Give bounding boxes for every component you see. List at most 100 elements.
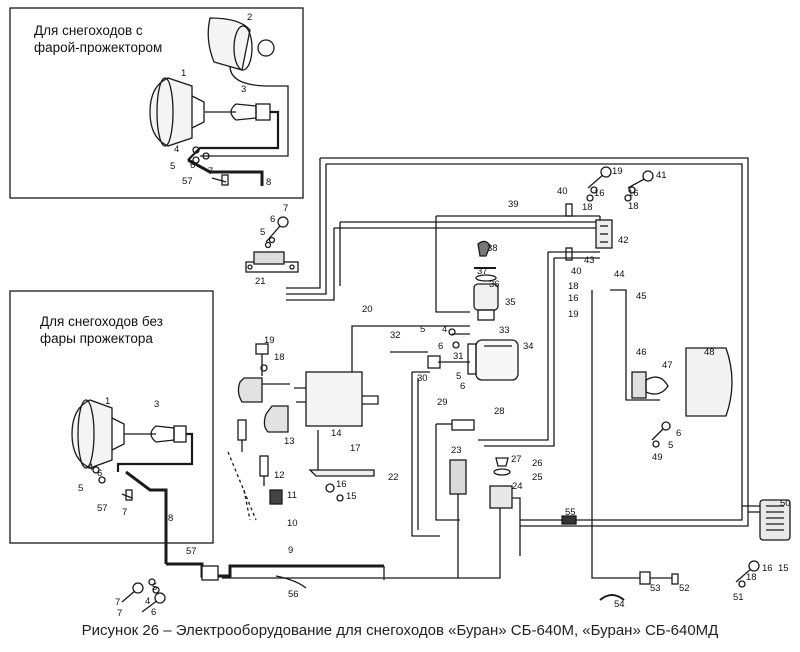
callout-number: 41: [656, 170, 667, 181]
callout-number: 9: [288, 545, 293, 556]
inset-bottom-frame: [9, 290, 214, 544]
connector-block-21: [245, 251, 299, 273]
callout-number: 31: [453, 351, 464, 362]
callout-number: 17: [350, 443, 361, 454]
callout-number: 47: [662, 360, 673, 371]
switch-24: [222, 457, 521, 579]
callout-number: 7: [208, 166, 213, 177]
figure-caption: Рисунок 26 – Электрооборудование для сне…: [81, 622, 719, 639]
callout-number: 33: [499, 325, 510, 336]
connector-31: [427, 355, 441, 369]
callout-number: 18: [628, 201, 639, 212]
callout-number: 5: [420, 324, 425, 335]
callout-number: 56: [288, 589, 299, 600]
callout-number: 57: [186, 546, 197, 557]
cdi-unit: [294, 325, 470, 427]
callout-number: 28: [494, 406, 505, 417]
callout-number: 5: [456, 371, 461, 382]
callout-number: 12: [274, 470, 285, 481]
callout-number: 19: [612, 166, 623, 177]
ignition-coil-34: [467, 339, 519, 381]
callout-number: 1: [181, 68, 186, 79]
callout-number: 1: [105, 396, 110, 407]
inset-bottom-bulb: [124, 425, 187, 443]
callout-number: 5: [78, 483, 83, 494]
harness-9: [166, 562, 385, 581]
callout-number: 51: [733, 592, 744, 603]
inset-top-spotlight: [207, 17, 275, 71]
callout-number: 29: [437, 397, 448, 408]
callout-number: 6: [676, 428, 681, 439]
fasteners-bottom-left: [121, 548, 167, 613]
connector-52-53: [639, 571, 679, 585]
callout-number: 10: [287, 518, 298, 529]
callout-number: 49: [652, 452, 663, 463]
callout-number: 6: [438, 341, 443, 352]
callout-number: 39: [508, 199, 519, 210]
inset-top-title-line2: фарой-прожектором: [34, 40, 163, 55]
callout-number: 2: [247, 12, 252, 23]
wiring-22: [411, 371, 440, 537]
callout-number: 16: [568, 293, 579, 304]
callout-number: 53: [650, 583, 661, 594]
callout-number: 3: [154, 399, 159, 410]
switch-50: [759, 499, 791, 541]
inset-top-bulb: [205, 103, 271, 121]
spark-plugs: [227, 419, 283, 521]
callout-number: 13: [284, 436, 295, 447]
inset-bottom-fasteners: [92, 466, 133, 501]
callout-number: 22: [388, 472, 399, 483]
callout-number: 40: [557, 186, 568, 197]
fasteners-19-41: [565, 166, 654, 261]
callout-number: 44: [614, 269, 625, 280]
callout-number: 18: [274, 352, 285, 363]
callout-number: 7: [115, 597, 120, 608]
inset-top-fasteners: [192, 146, 229, 186]
callout-number: 57: [182, 176, 193, 187]
callout-number: 20: [362, 304, 373, 315]
callout-number: 5: [152, 582, 157, 593]
callout-number: 3: [241, 84, 246, 95]
callout-number: 15: [778, 563, 789, 574]
callout-number: 4: [174, 144, 179, 155]
callout-number: 15: [346, 491, 357, 502]
fasteners-49: [651, 421, 671, 448]
callout-number: 16: [762, 563, 773, 574]
callout-number: 45: [636, 291, 647, 302]
callout-number: 11: [287, 490, 297, 501]
callout-number: 26: [532, 458, 543, 469]
clamp-54: [599, 594, 625, 601]
inset-top-title-line1: Для снегоходов с: [34, 23, 143, 38]
callout-number: 19: [264, 335, 275, 346]
inset-top-headlight: [149, 77, 205, 147]
callout-number: 5: [260, 227, 265, 238]
callout-number: 50: [780, 498, 791, 509]
callout-number: 40: [571, 266, 582, 277]
ignition-switch: [473, 240, 499, 321]
callout-number: 8: [168, 513, 173, 524]
connector-28: [435, 419, 475, 521]
fasteners-51: [735, 560, 760, 588]
callout-number: 48: [704, 347, 715, 358]
callout-number: 5: [170, 161, 175, 172]
callout-number: 6: [460, 381, 465, 392]
connector-55: [561, 515, 577, 525]
callout-number: 6: [97, 468, 102, 479]
callout-number: 32: [390, 330, 401, 341]
switch-23: [449, 459, 467, 578]
main-harness: [286, 157, 760, 579]
callout-number: 25: [532, 472, 543, 483]
callout-number: 23: [451, 445, 462, 456]
callout-number: 18: [746, 572, 757, 583]
fastener-7-top: [264, 216, 289, 249]
callout-number: 21: [255, 276, 266, 287]
spark-plug-caps: [237, 343, 290, 433]
callout-number: 24: [512, 481, 523, 492]
callout-number: 16: [336, 479, 347, 490]
callout-number: 4: [88, 462, 93, 473]
rear-light-48: [685, 347, 733, 417]
inset-bottom-title: Для снегоходов без фары прожектора: [40, 313, 163, 347]
callout-number: 7: [117, 608, 122, 619]
lamp-46-47: [631, 371, 669, 399]
